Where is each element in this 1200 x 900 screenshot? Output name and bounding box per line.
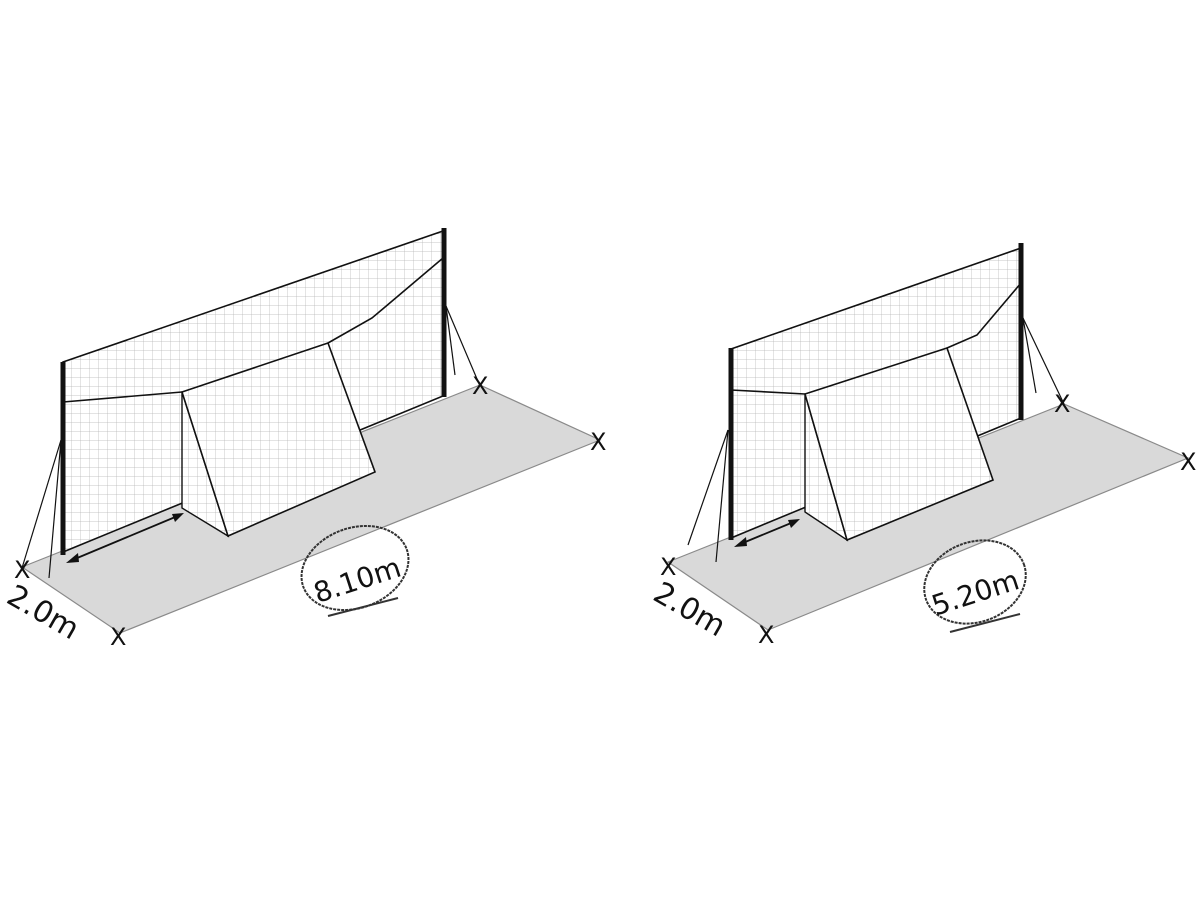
stake-marker-icon: X [14,556,30,584]
stake-marker-icon: X [110,623,126,651]
stake-marker-icon: X [1054,390,1070,418]
left-front-net [180,341,377,538]
left-length-label: 8.10m [310,551,405,610]
right-front-net [804,346,995,542]
stake-marker-icon: X [472,372,488,400]
stake-marker-icon: X [660,553,676,581]
stake-marker-icon: X [1180,448,1196,476]
right-net-setup: X X X X 5.20m 2.0m [647,243,1196,649]
stake-marker-icon: X [590,428,606,456]
left-net-setup: X X X X 8.10m 2.0m [1,228,606,651]
right-length-label: 5.20m [928,563,1023,622]
stake-marker-icon: X [758,621,774,649]
